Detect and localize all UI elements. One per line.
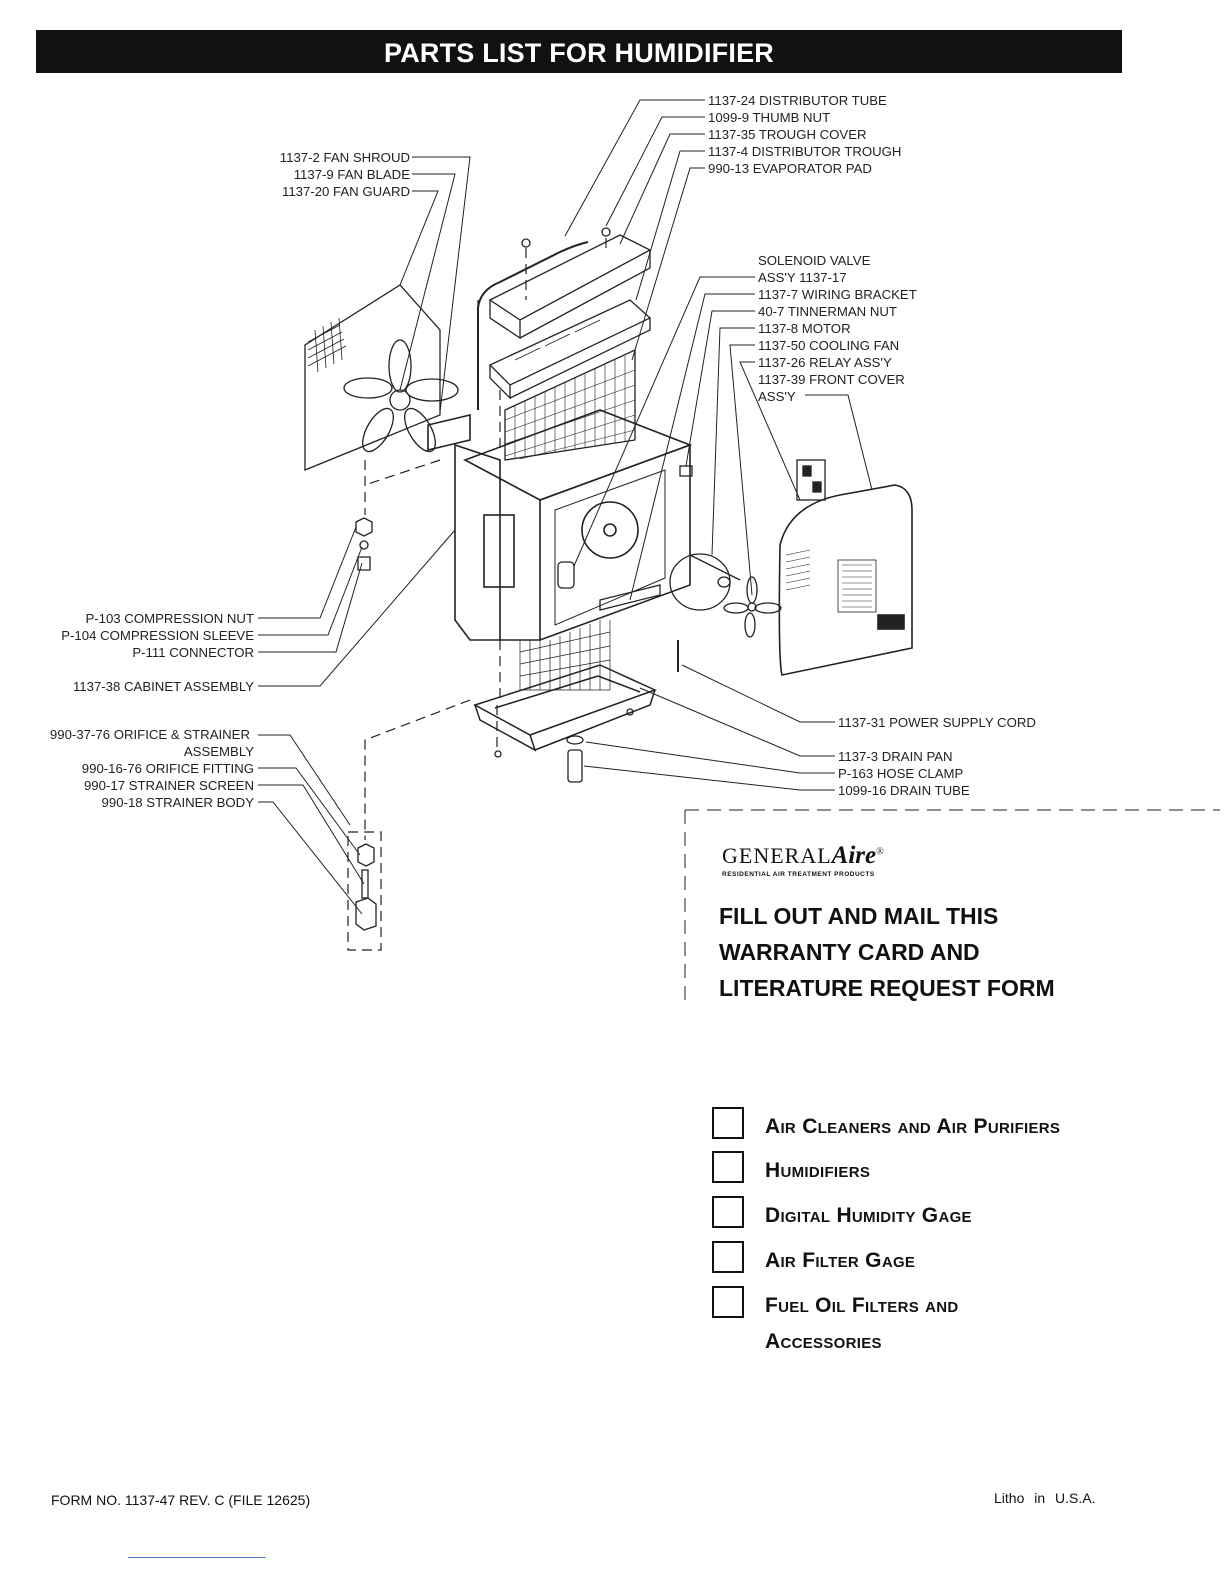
trough-cover-shape	[488, 234, 652, 340]
part-label: ASS'Y 1137-17	[758, 270, 847, 285]
hose-clamp-shape	[566, 735, 584, 745]
part-label: ASSEMBLY	[183, 744, 254, 759]
part-label: P-111 CONNECTOR	[132, 645, 254, 660]
brand-name: GENERAL	[722, 843, 832, 868]
page-title: PARTS LIST FOR HUMIDIFIER	[36, 30, 1122, 73]
drain-pan-shape	[473, 664, 657, 752]
part-label: 1137-38 CABINET ASSEMBLY	[72, 679, 254, 694]
part-label: P-163 HOSE CLAMP	[838, 766, 964, 781]
part-label: 1137-7 WIRING BRACKET	[758, 287, 917, 302]
part-label: 1099-16 DRAIN TUBE	[838, 783, 970, 798]
part-label: 1137-2 FAN SHROUD	[279, 150, 410, 165]
brand-logo: GENERALAire® RESIDENTIAL AIR TREATMENT P…	[722, 842, 885, 878]
part-label: 1137-4 DISTRIBUTOR TROUGH	[708, 144, 902, 159]
drain-tube-shape	[567, 749, 583, 783]
relay-shape	[796, 459, 826, 501]
part-label: 990-18 STRAINER BODY	[101, 795, 254, 810]
part-label: 1137-39 FRONT COVER	[758, 372, 905, 387]
checkbox[interactable]	[712, 1286, 744, 1318]
option-label: Digital Humidity Gage	[765, 1204, 972, 1227]
card-title-line: FILL OUT AND MAIL THIS	[719, 903, 999, 929]
part-label: 1137-3 DRAIN PAN	[838, 749, 953, 764]
shroud-mesh	[307, 317, 347, 373]
bottom-rule	[128, 1557, 266, 1558]
part-label: 990-17 STRAINER SCREEN	[83, 778, 254, 793]
brand-name-italic: Aire	[831, 842, 877, 869]
part-label: P-103 COMPRESSION NUT	[85, 611, 254, 626]
part-label: 1099-9 THUMB NUT	[708, 110, 831, 125]
distributor-tube-shape	[477, 241, 589, 410]
part-label: ASS'Y	[758, 389, 796, 404]
card-title-line: LITERATURE REQUEST FORM	[719, 975, 1055, 1001]
checkbox[interactable]	[712, 1107, 744, 1139]
option-label: Air Filter Gage	[765, 1249, 916, 1272]
litho-note: Litho in U.S.A.	[994, 1490, 1096, 1506]
part-label: 1137-50 COOLING FAN	[758, 338, 900, 353]
distributor-trough-shape	[488, 299, 652, 400]
part-label: 1137-20 FAN GUARD	[281, 184, 410, 199]
cooling-fan-shape	[723, 576, 782, 638]
front-cover-shape	[778, 484, 913, 676]
fan-shroud-shape	[304, 284, 441, 471]
evaporator-pad-shape	[504, 348, 636, 461]
checkbox[interactable]	[712, 1151, 744, 1183]
part-label: SOLENOID VALVE	[758, 253, 871, 268]
compression-fittings-shape	[355, 517, 373, 571]
part-label: 1137-31 POWER SUPPLY CORD	[838, 715, 1036, 730]
motor-shape	[669, 553, 741, 611]
part-label: 990-16-76 ORIFICE FITTING	[81, 761, 254, 776]
part-label: 1137-8 MOTOR	[758, 321, 851, 336]
part-label: 1137-24 DISTRIBUTOR TUBE	[708, 93, 887, 108]
part-label: 990-13 EVAPORATOR PAD	[708, 161, 872, 176]
humidifier-exploded-diagram	[258, 99, 1220, 1000]
part-label: 990-37-76 ORIFICE & STRAINER	[49, 727, 250, 742]
checkbox[interactable]	[712, 1241, 744, 1273]
part-label: 1137-26 RELAY ASS'Y	[758, 355, 892, 370]
cabinet-shape	[427, 409, 693, 641]
part-label: 40-7 TINNERMAN NUT	[758, 304, 897, 319]
card-title-line: WARRANTY CARD AND	[719, 939, 980, 965]
lower-pad-shape	[519, 620, 611, 691]
brand-tagline: RESIDENTIAL AIR TREATMENT PRODUCTS	[722, 871, 875, 878]
checkbox[interactable]	[712, 1196, 744, 1228]
card-title: FILL OUT AND MAIL THIS WARRANTY CARD AND…	[719, 898, 1159, 1006]
option-label: Air Cleaners and Air Purifiers	[765, 1115, 1061, 1138]
registered-mark: ®	[876, 846, 885, 858]
orifice-strainer-shape	[355, 843, 377, 931]
part-label: P-104 COMPRESSION SLEEVE	[61, 628, 254, 643]
part-label: 1137-9 FAN BLADE	[293, 167, 410, 182]
fan-blade-shape	[343, 339, 459, 453]
form-number: FORM NO. 1137-47 REV. C (FILE 12625)	[51, 1492, 311, 1508]
part-label: 1137-35 TROUGH COVER	[708, 127, 867, 142]
option-label: Humidifiers	[765, 1159, 871, 1182]
option-label: Fuel Oil Filters and Accessories	[765, 1294, 959, 1353]
